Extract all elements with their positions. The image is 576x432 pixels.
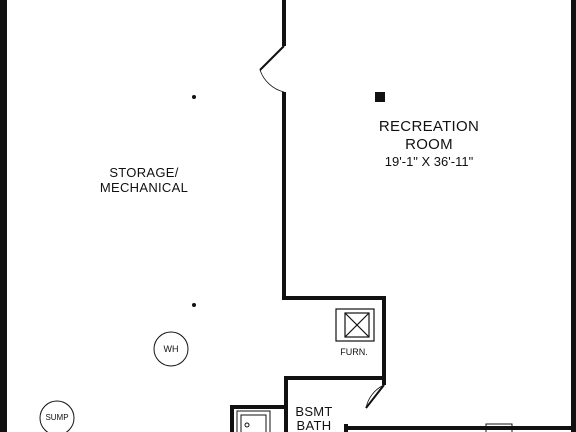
bath-label-line2: BATH (297, 418, 332, 432)
ceiling-dot (382, 300, 386, 304)
fixture-dot (381, 426, 385, 430)
recreation-room-dimensions: 19'-1" X 36'-11" (385, 154, 474, 169)
interior-walls (230, 0, 571, 432)
storage-label-line1: STORAGE/ (109, 165, 178, 180)
door-swing-arc (259, 69, 285, 93)
wall-bath-inner (230, 405, 284, 432)
door-leaf (259, 45, 285, 71)
door-swing-arc (365, 384, 385, 409)
room-marker-square (375, 92, 385, 102)
sump-label: SUMP (45, 413, 68, 422)
bath-label-line1: BSMT (295, 404, 332, 419)
wall-storage-recreation (282, 92, 386, 432)
recreation-room-label-line1: RECREATION (379, 118, 479, 135)
door-recreation (259, 45, 285, 93)
ceiling-dot (192, 95, 196, 99)
door-bath (365, 384, 385, 409)
outer-wall-right (571, 0, 576, 432)
ceiling-dot (192, 303, 196, 307)
bath-tub-symbol (236, 410, 271, 432)
door-leaf (365, 384, 385, 409)
outer-wall-left (0, 0, 7, 432)
sump-circle (39, 400, 75, 432)
furnace-symbol (335, 308, 375, 342)
storage-label-line2: MECHANICAL (100, 180, 188, 195)
recreation-room-label-line2: ROOM (405, 136, 453, 153)
water-heater-label: WH (164, 344, 179, 354)
sink-symbol (485, 423, 513, 432)
water-heater-circle (153, 331, 189, 367)
furnace-label: FURN. (340, 347, 368, 357)
